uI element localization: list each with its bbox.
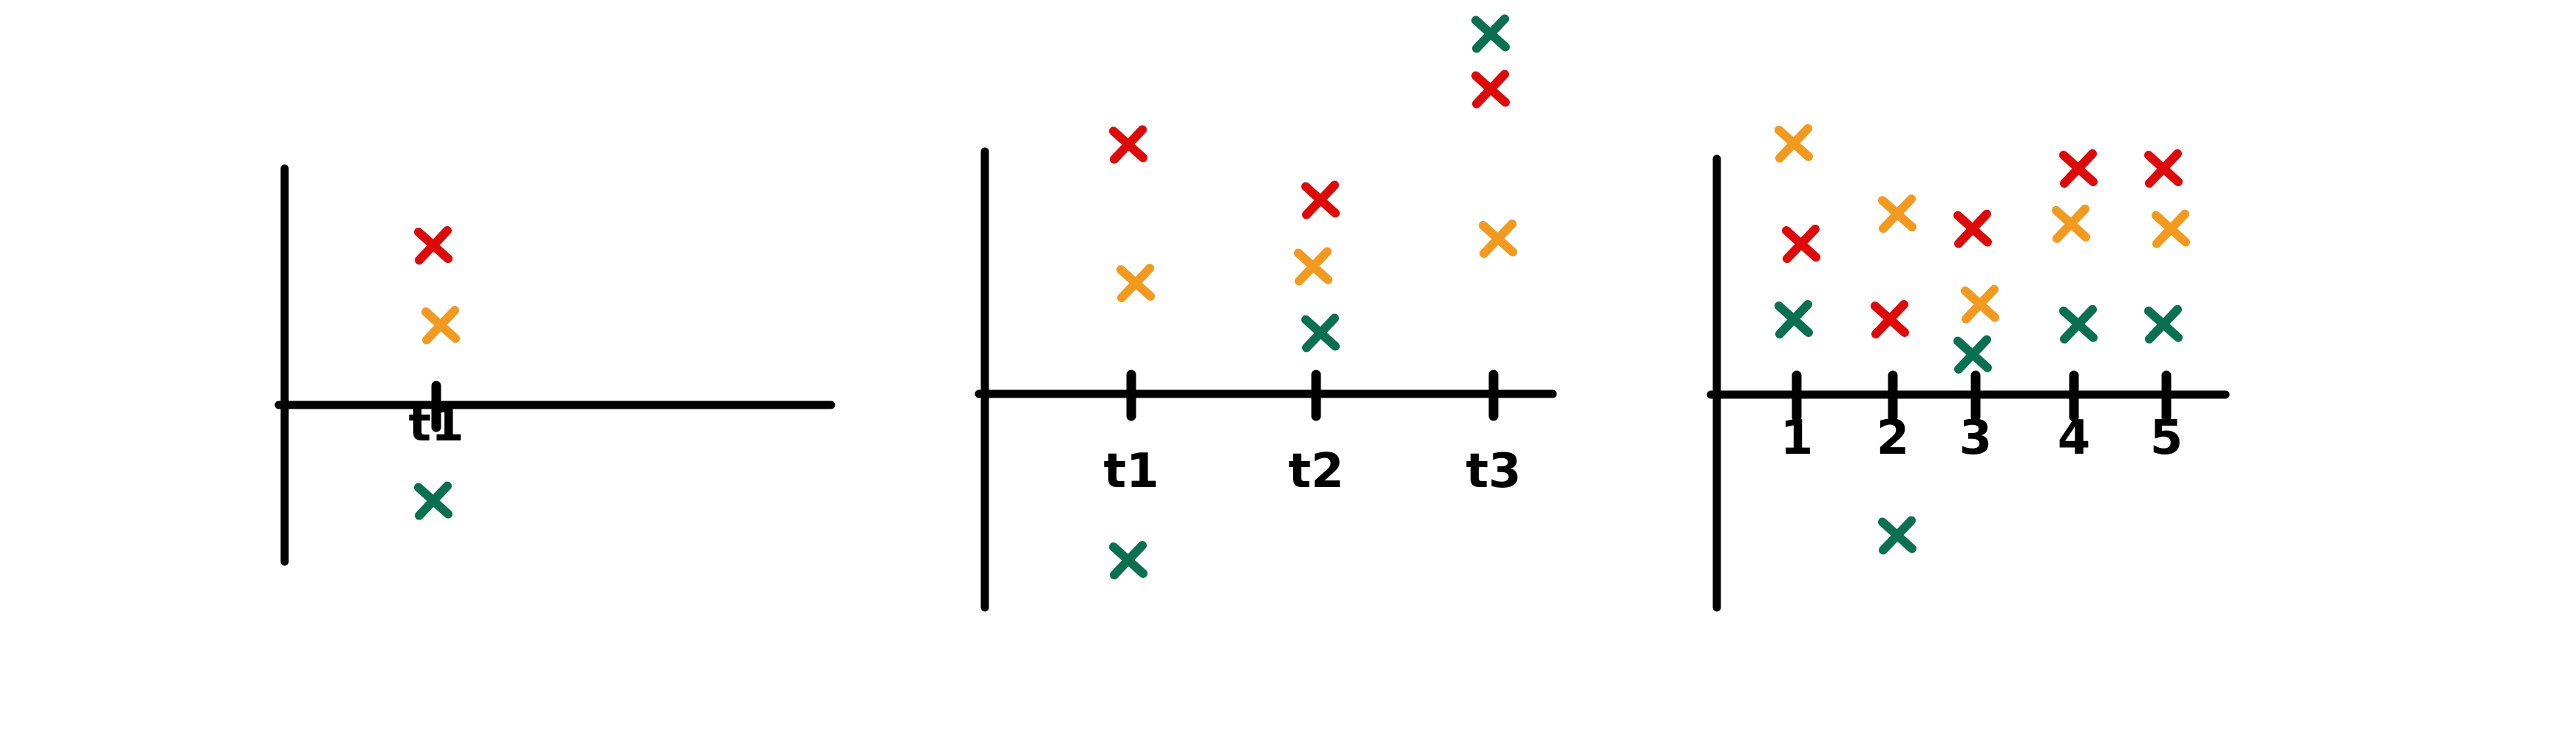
data-point-x-marker bbox=[1109, 125, 1148, 164]
data-point-x-marker bbox=[1871, 300, 1909, 338]
x-tick-label: t2 bbox=[1288, 444, 1343, 499]
data-point-x-marker bbox=[2144, 149, 2183, 188]
data-point-x-marker bbox=[1878, 194, 1916, 234]
data-point-x-marker bbox=[1953, 209, 1992, 248]
data-point-x-marker bbox=[1301, 313, 1340, 353]
x-tick-label: 4 bbox=[2058, 411, 2091, 466]
data-point-x-marker bbox=[2059, 304, 2098, 344]
data-point-x-marker bbox=[2144, 304, 2183, 344]
data-point-x-marker bbox=[414, 226, 453, 265]
chart-panel-1: t1 bbox=[274, 164, 835, 566]
x-tick-label: t1 bbox=[408, 398, 464, 452]
data-point-x-marker bbox=[1775, 124, 1813, 163]
data-point-x-marker bbox=[1294, 247, 1332, 286]
chart-panel-2: t1 t2 t3 bbox=[975, 14, 1557, 612]
data-point-x-marker bbox=[1953, 335, 1992, 374]
data-point-x-marker bbox=[2152, 209, 2190, 248]
x-tick-label: 2 bbox=[1877, 411, 1910, 466]
data-point-x-marker bbox=[1471, 69, 1510, 109]
data-point-x-marker bbox=[1116, 264, 1155, 302]
data-point-x-marker bbox=[1782, 225, 1820, 263]
data-point-x-marker bbox=[414, 481, 453, 520]
x-tick-label: t3 bbox=[1465, 444, 1521, 499]
data-point-x-marker bbox=[1301, 180, 1340, 219]
data-point-x-marker bbox=[421, 306, 460, 344]
data-point-x-marker bbox=[1471, 14, 1510, 53]
data-point-x-marker bbox=[2052, 204, 2090, 243]
data-point-x-marker bbox=[2059, 149, 2098, 188]
x-tick-label: 5 bbox=[2150, 411, 2183, 466]
data-point-x-marker bbox=[1878, 516, 1916, 555]
data-point-x-marker bbox=[1479, 219, 1517, 258]
x-tick-label: t1 bbox=[1103, 444, 1159, 499]
data-point-x-marker bbox=[1961, 285, 1999, 324]
x-tick-label: 3 bbox=[1959, 411, 1993, 466]
data-point-x-marker bbox=[1109, 541, 1148, 579]
x-tick-label: 1 bbox=[1780, 411, 1814, 466]
data-point-x-marker bbox=[1775, 300, 1813, 338]
